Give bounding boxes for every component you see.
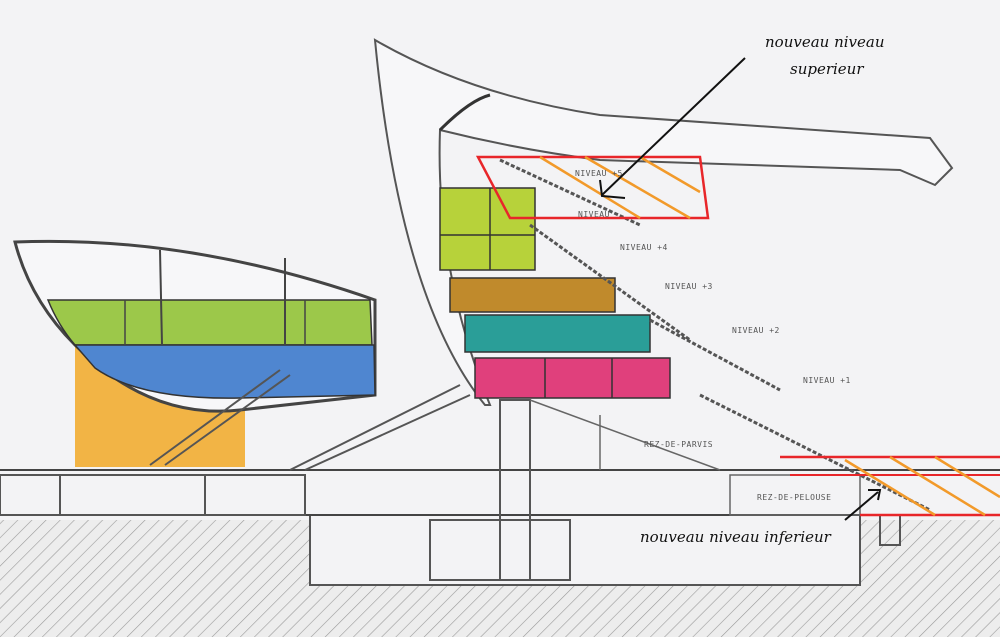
label-niveau-4: NIVEAU +4 bbox=[620, 243, 668, 252]
lime-floor bbox=[439, 187, 536, 271]
label-niveau-1: NIVEAU +1 bbox=[803, 376, 851, 385]
blue-band bbox=[73, 344, 376, 399]
label-rez-de-pelouse: REZ-DE-PELOUSE bbox=[757, 493, 831, 502]
pink-floor bbox=[474, 357, 671, 399]
brown-floor bbox=[449, 277, 616, 313]
teal-floor bbox=[464, 314, 651, 353]
main-stand bbox=[373, 38, 954, 516]
new-lower-level bbox=[780, 455, 1000, 517]
left-building bbox=[13, 239, 471, 471]
green-band bbox=[46, 299, 373, 346]
annotation-upper-line2: superieur bbox=[790, 60, 864, 78]
new-upper-level bbox=[475, 155, 710, 220]
basement bbox=[309, 514, 861, 586]
arrow-upper bbox=[599, 57, 746, 199]
annotation-upper-line1: nouveau niveau bbox=[765, 33, 885, 51]
annotation-lower: nouveau niveau inferieur bbox=[640, 528, 832, 546]
roof-shell bbox=[373, 38, 954, 406]
label-niveau-5: NIVEAU +5 bbox=[575, 169, 623, 178]
label-niveau-3: NIVEAU +3 bbox=[665, 282, 713, 291]
arrow-lower bbox=[844, 489, 882, 521]
label-niveau-2: NIVEAU +2 bbox=[732, 326, 780, 335]
label-rez-de-parvis: REZ-DE-PARVIS bbox=[644, 440, 713, 449]
label-niveau-5b: NIVEAU bbox=[578, 210, 610, 219]
